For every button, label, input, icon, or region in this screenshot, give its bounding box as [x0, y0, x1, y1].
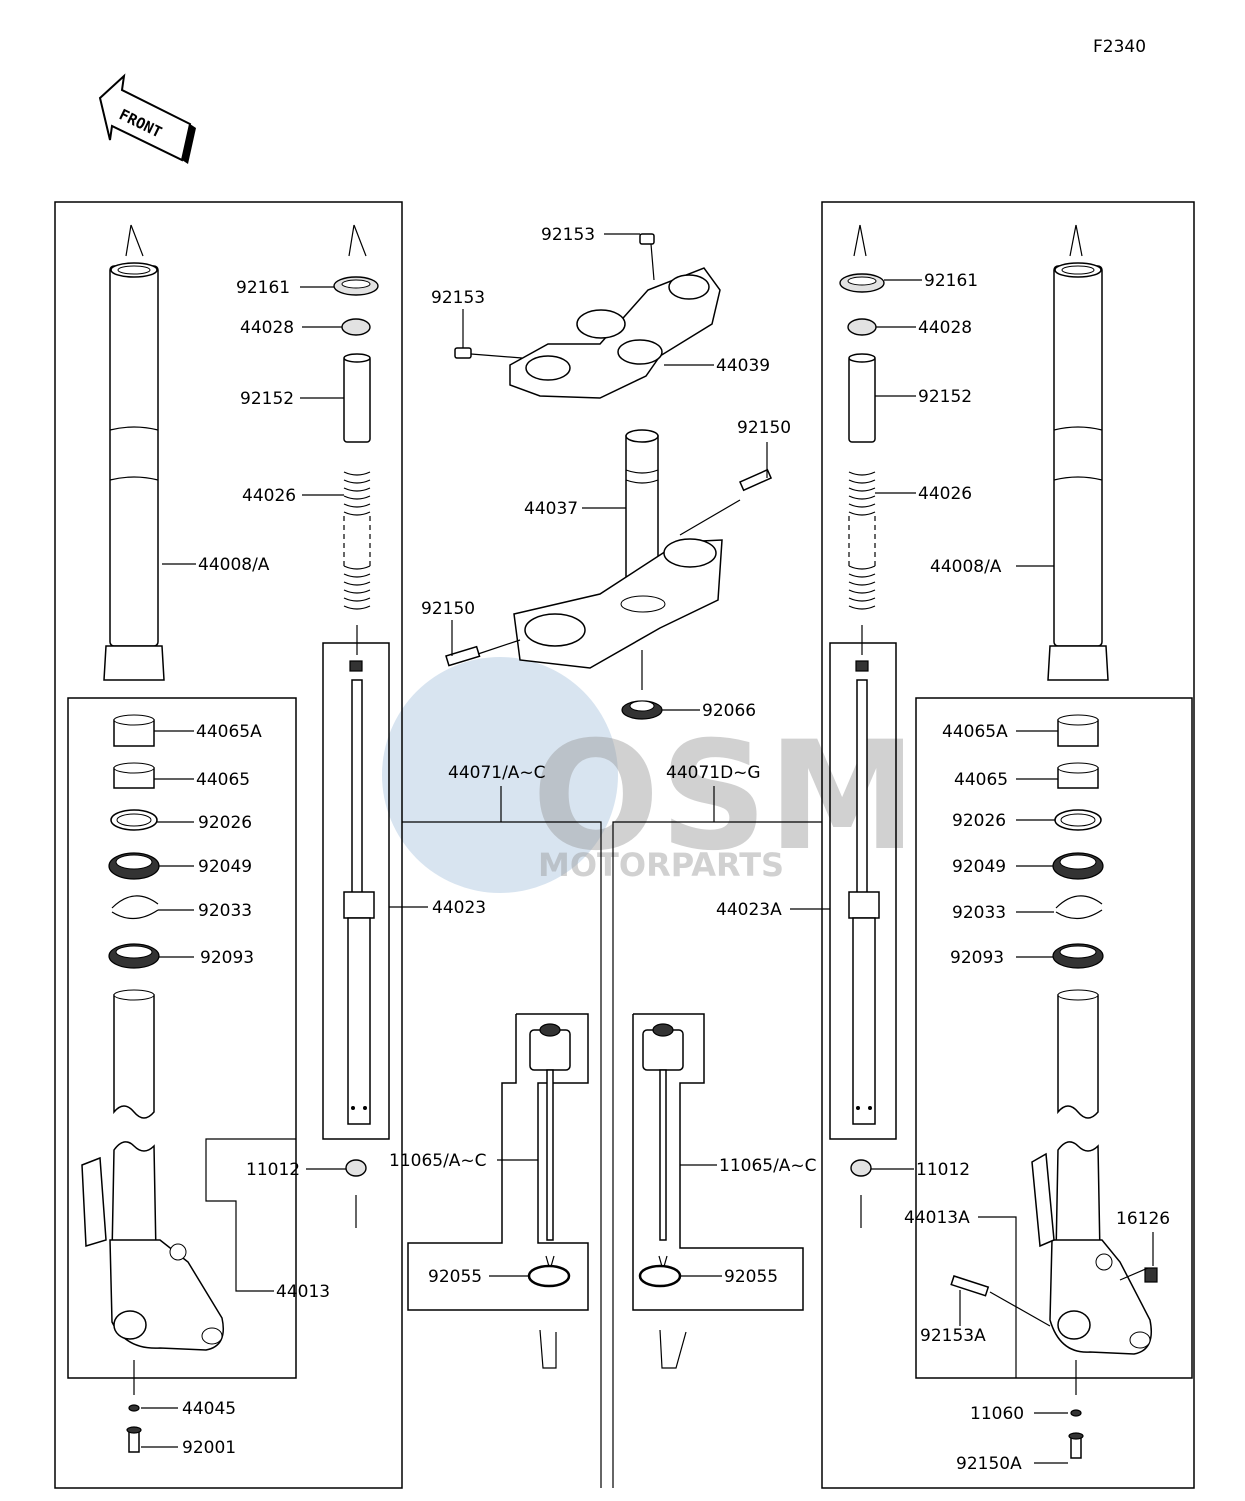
- part-label[interactable]: 92033: [952, 903, 1006, 923]
- part-label[interactable]: 92093: [950, 948, 1004, 968]
- boxes: [54, 201, 1195, 1489]
- part-label[interactable]: 11060: [970, 1404, 1024, 1424]
- left-fork: [81, 224, 379, 1453]
- part-label[interactable]: 92153A: [920, 1326, 986, 1346]
- part-label[interactable]: 92161: [236, 278, 290, 298]
- part-label[interactable]: 92161: [924, 271, 978, 291]
- part-label[interactable]: 44037: [524, 499, 578, 519]
- part-label[interactable]: 92026: [198, 813, 252, 833]
- part-label[interactable]: 92033: [198, 901, 252, 921]
- part-label[interactable]: 92153: [431, 288, 485, 308]
- watermark: OSM MOTORPARTS: [382, 657, 917, 893]
- part-label[interactable]: 44023: [432, 898, 486, 918]
- part-label[interactable]: 92026: [952, 811, 1006, 831]
- part-label[interactable]: 11012: [246, 1160, 300, 1180]
- part-label[interactable]: 92152: [240, 389, 294, 409]
- part-label[interactable]: 44065A: [196, 722, 262, 742]
- part-label[interactable]: 92152: [918, 387, 972, 407]
- right-fork: [839, 224, 1158, 1459]
- part-label[interactable]: 92055: [428, 1267, 482, 1287]
- part-label[interactable]: 92153: [541, 225, 595, 245]
- part-label[interactable]: 44026: [242, 486, 296, 506]
- part-label[interactable]: 92049: [952, 857, 1006, 877]
- part-label[interactable]: 44039: [716, 356, 770, 376]
- part-label[interactable]: 44026: [918, 484, 972, 504]
- part-label[interactable]: 44065A: [942, 722, 1008, 742]
- damper-cartridges: [527, 1023, 687, 1369]
- part-label[interactable]: 92066: [702, 701, 756, 721]
- part-label[interactable]: 92150: [737, 418, 791, 438]
- part-label[interactable]: 44045: [182, 1399, 236, 1419]
- part-label[interactable]: 44071/A~C: [448, 763, 546, 783]
- part-labels: 92161 44028 92152 44026 44008/A 44065A 4…: [182, 225, 1170, 1474]
- part-label[interactable]: 16126: [1116, 1209, 1170, 1229]
- part-label[interactable]: 44008/A: [930, 557, 1002, 577]
- watermark-text: MOTORPARTS: [538, 846, 784, 884]
- part-label[interactable]: 92150: [421, 599, 475, 619]
- part-label[interactable]: 11065/A~C: [719, 1156, 817, 1176]
- part-label[interactable]: 44008/A: [198, 555, 270, 575]
- part-label[interactable]: 44065: [196, 770, 250, 790]
- part-label[interactable]: 11012: [916, 1160, 970, 1180]
- part-label[interactable]: 11065/A~C: [389, 1151, 487, 1171]
- part-label[interactable]: 92055: [724, 1267, 778, 1287]
- part-label[interactable]: 44065: [954, 770, 1008, 790]
- part-label[interactable]: 44028: [240, 318, 294, 338]
- part-label[interactable]: 92093: [200, 948, 254, 968]
- diagram-code: F2340: [1093, 37, 1146, 57]
- front-direction-arrow-icon: FRONT: [98, 73, 196, 164]
- part-label[interactable]: 44028: [918, 318, 972, 338]
- part-label[interactable]: 44023A: [716, 900, 782, 920]
- part-label[interactable]: 92001: [182, 1438, 236, 1458]
- part-label[interactable]: 44071D~G: [666, 763, 761, 783]
- steering-assembly: [445, 233, 773, 822]
- part-label[interactable]: 44013: [276, 1282, 330, 1302]
- watermark-logo: OSM: [532, 710, 917, 884]
- part-label[interactable]: 92049: [198, 857, 252, 877]
- leader-lines: [141, 233, 1154, 1464]
- part-label[interactable]: 92150A: [956, 1454, 1022, 1474]
- part-label[interactable]: 44013A: [904, 1208, 970, 1228]
